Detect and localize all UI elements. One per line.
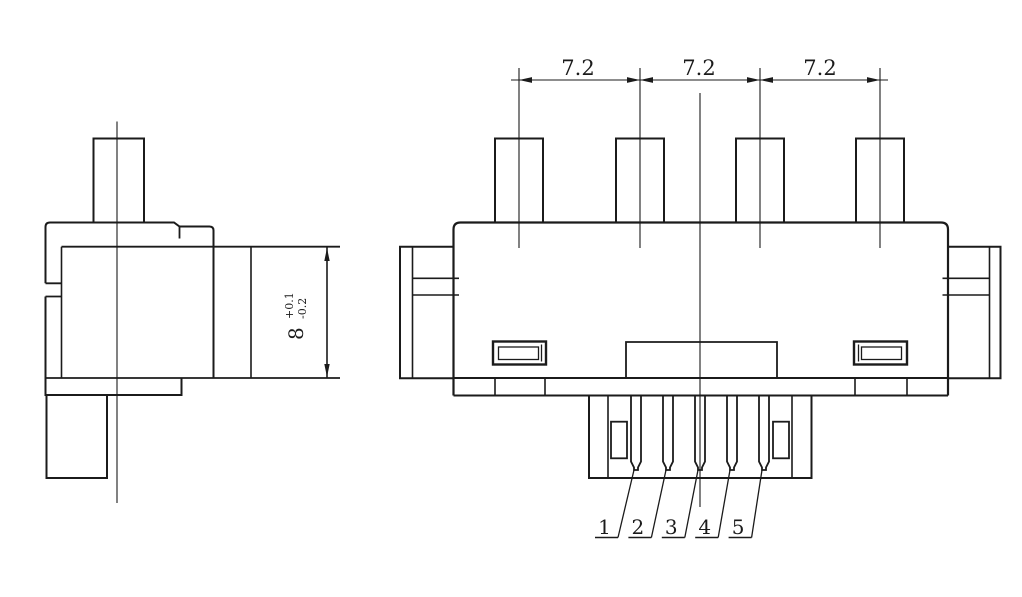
side-view-body-outline bbox=[44, 221, 215, 378]
pin-4-outline bbox=[726, 395, 738, 471]
knob-centerlines bbox=[518, 68, 881, 248]
front-view-right-ear bbox=[942, 245, 1002, 380]
pin-label-4: 4 bbox=[698, 515, 711, 539]
dim-arrow bbox=[867, 77, 880, 83]
front-view-flange-dividers bbox=[494, 378, 908, 396]
housing-right-latch bbox=[772, 420, 790, 460]
front-view-center-platform bbox=[625, 341, 778, 378]
front-view-left-slot bbox=[491, 340, 548, 366]
pin-callout-leaders bbox=[617, 469, 763, 538]
pin-1-outline bbox=[630, 395, 642, 471]
left-ear-slot bbox=[412, 277, 459, 296]
height-dim-upper-tolerance: +0.1 bbox=[283, 292, 296, 319]
side-view bbox=[44, 121, 340, 503]
pitch-label-2: 7.2 bbox=[682, 56, 715, 80]
dim-arrow bbox=[627, 77, 640, 83]
height-dim-lower-tolerance: -0.2 bbox=[296, 298, 309, 319]
housing-left-latch bbox=[610, 420, 628, 460]
dim-arrow bbox=[640, 77, 653, 83]
pin-5-outline bbox=[758, 395, 770, 471]
dim-arrow bbox=[747, 77, 760, 83]
front-view-left-ear bbox=[399, 245, 459, 380]
right-slot-inner bbox=[860, 346, 903, 361]
front-view-right-slot bbox=[852, 340, 909, 366]
right-ear-outline bbox=[948, 245, 1002, 380]
left-ear-outline bbox=[399, 245, 454, 380]
dim-arrow bbox=[760, 77, 773, 83]
pin-label-3: 3 bbox=[665, 515, 678, 539]
pin-callouts: 1 2 3 4 5 bbox=[595, 469, 763, 539]
left-slot-outer bbox=[491, 340, 548, 366]
height-dim-arrow-down bbox=[324, 364, 330, 377]
side-view-base-flange bbox=[44, 296, 183, 396]
front-view-body-outline bbox=[452, 221, 950, 396]
pin-housing-inner-walls bbox=[607, 395, 793, 478]
pin-label-5: 5 bbox=[732, 515, 745, 539]
height-dim-arrow-up bbox=[324, 248, 330, 261]
pin-label-2: 2 bbox=[632, 515, 645, 539]
left-slot-inner bbox=[497, 346, 540, 361]
height-dimension: 8 +0.1 -0.2 bbox=[283, 248, 330, 377]
pitch-label-3: 7.2 bbox=[803, 56, 836, 80]
height-dim-nominal: 8 bbox=[284, 327, 308, 340]
dim-arrow bbox=[519, 77, 532, 83]
height-dim-text: 8 +0.1 -0.2 bbox=[283, 292, 309, 340]
pitch-dimension: 7.2 7.2 7.2 bbox=[511, 56, 888, 83]
side-view-slot-lines bbox=[45, 282, 62, 298]
front-view bbox=[399, 68, 1002, 507]
side-view-terminal bbox=[45, 394, 108, 479]
pitch-label-1: 7.2 bbox=[561, 56, 594, 80]
side-view-knob bbox=[92, 137, 145, 224]
pin-2-outline bbox=[662, 395, 674, 471]
pins bbox=[630, 395, 770, 471]
right-ear-slot bbox=[942, 277, 990, 296]
pin-label-1: 1 bbox=[598, 515, 611, 539]
right-slot-outer bbox=[852, 340, 909, 366]
